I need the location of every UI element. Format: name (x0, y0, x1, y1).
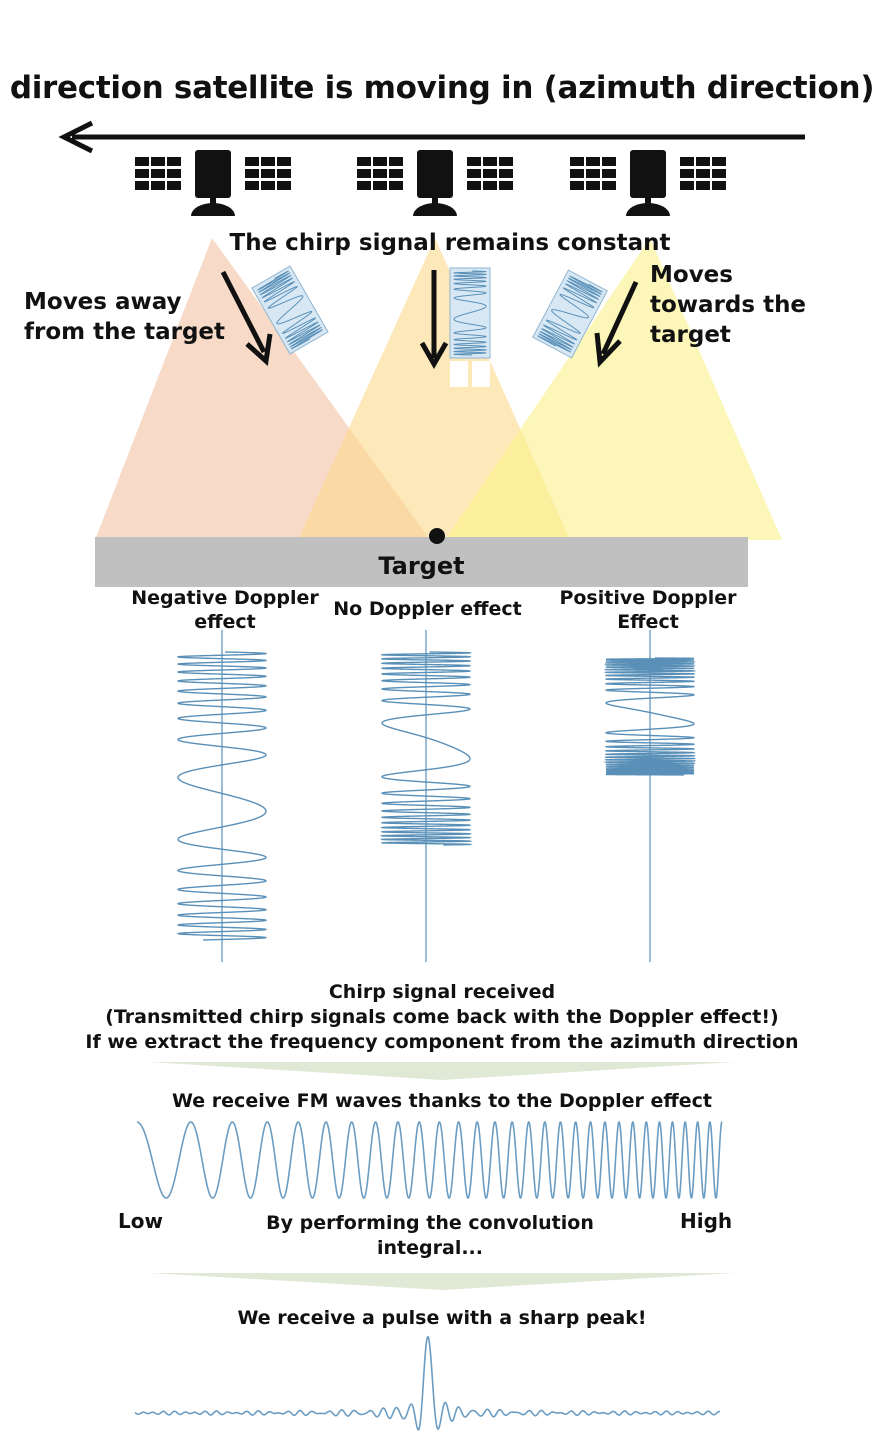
arrow-away (220, 270, 273, 366)
chirp-box-right (532, 269, 608, 359)
sharp-pulse (134, 1335, 721, 1431)
chirp-box-left (251, 265, 329, 355)
ground-band (95, 537, 748, 587)
fm-waves-caption: We receive FM waves thanks to the Dopple… (172, 1090, 712, 1112)
chirp-constant-label: The chirp signal remains constant (229, 230, 671, 256)
moves-away-line: from the target (24, 319, 226, 345)
moves-away-line: Moves away (24, 289, 182, 315)
divider-1 (150, 1062, 735, 1080)
satellite-icon (135, 150, 291, 216)
no-doppler-label: No Doppler effect (333, 598, 522, 620)
arrow-towards (594, 280, 639, 368)
beam-right (445, 238, 782, 540)
low-label: Low (118, 1209, 163, 1233)
chirp-box-center (449, 267, 491, 387)
negative-doppler-line: Negative Doppler (131, 587, 319, 609)
moves-towards-line: towards the (650, 292, 807, 318)
convolution-line: integral... (377, 1237, 483, 1259)
page-title: direction satellite is moving in (azimut… (9, 70, 875, 106)
target-point (429, 528, 445, 544)
convolution-line: By performing the convolution (266, 1212, 594, 1234)
arrow-down (419, 270, 449, 370)
moves-towards-line: target (650, 322, 731, 348)
high-label: High (680, 1209, 733, 1233)
azimuth-arrow (58, 120, 805, 154)
divider-2 (150, 1273, 735, 1290)
negative-doppler-line: effect (194, 611, 256, 633)
moves-away-label: Moves away from the target (24, 287, 225, 347)
received-line: (Transmitted chirp signals come back wit… (105, 1006, 779, 1028)
received-line: If we extract the frequency component fr… (85, 1031, 799, 1053)
positive-doppler-line: Effect (617, 611, 679, 633)
moves-towards-label: Moves towards the target (650, 260, 806, 350)
negative-doppler-wave (177, 651, 268, 941)
positive-doppler-line: Positive Doppler (559, 587, 737, 609)
positive-doppler-label: Positive Doppler Effect (548, 586, 748, 634)
convolution-caption: By performing the convolution integral..… (240, 1211, 620, 1261)
pulse-caption: We receive a pulse with a sharp peak! (237, 1307, 647, 1329)
satellite-icon (570, 150, 726, 216)
positive-doppler-wave (603, 657, 697, 776)
satellite-icon (357, 150, 513, 216)
received-line: Chirp signal received (328, 981, 556, 1003)
target-label: Target (378, 552, 465, 580)
fm-wave (136, 1121, 723, 1199)
no-doppler-wave (379, 651, 473, 846)
negative-doppler-label: Negative Doppler effect (120, 586, 330, 634)
moves-towards-line: Moves (650, 262, 733, 288)
received-caption: Chirp signal received (Transmitted chirp… (0, 980, 884, 1055)
